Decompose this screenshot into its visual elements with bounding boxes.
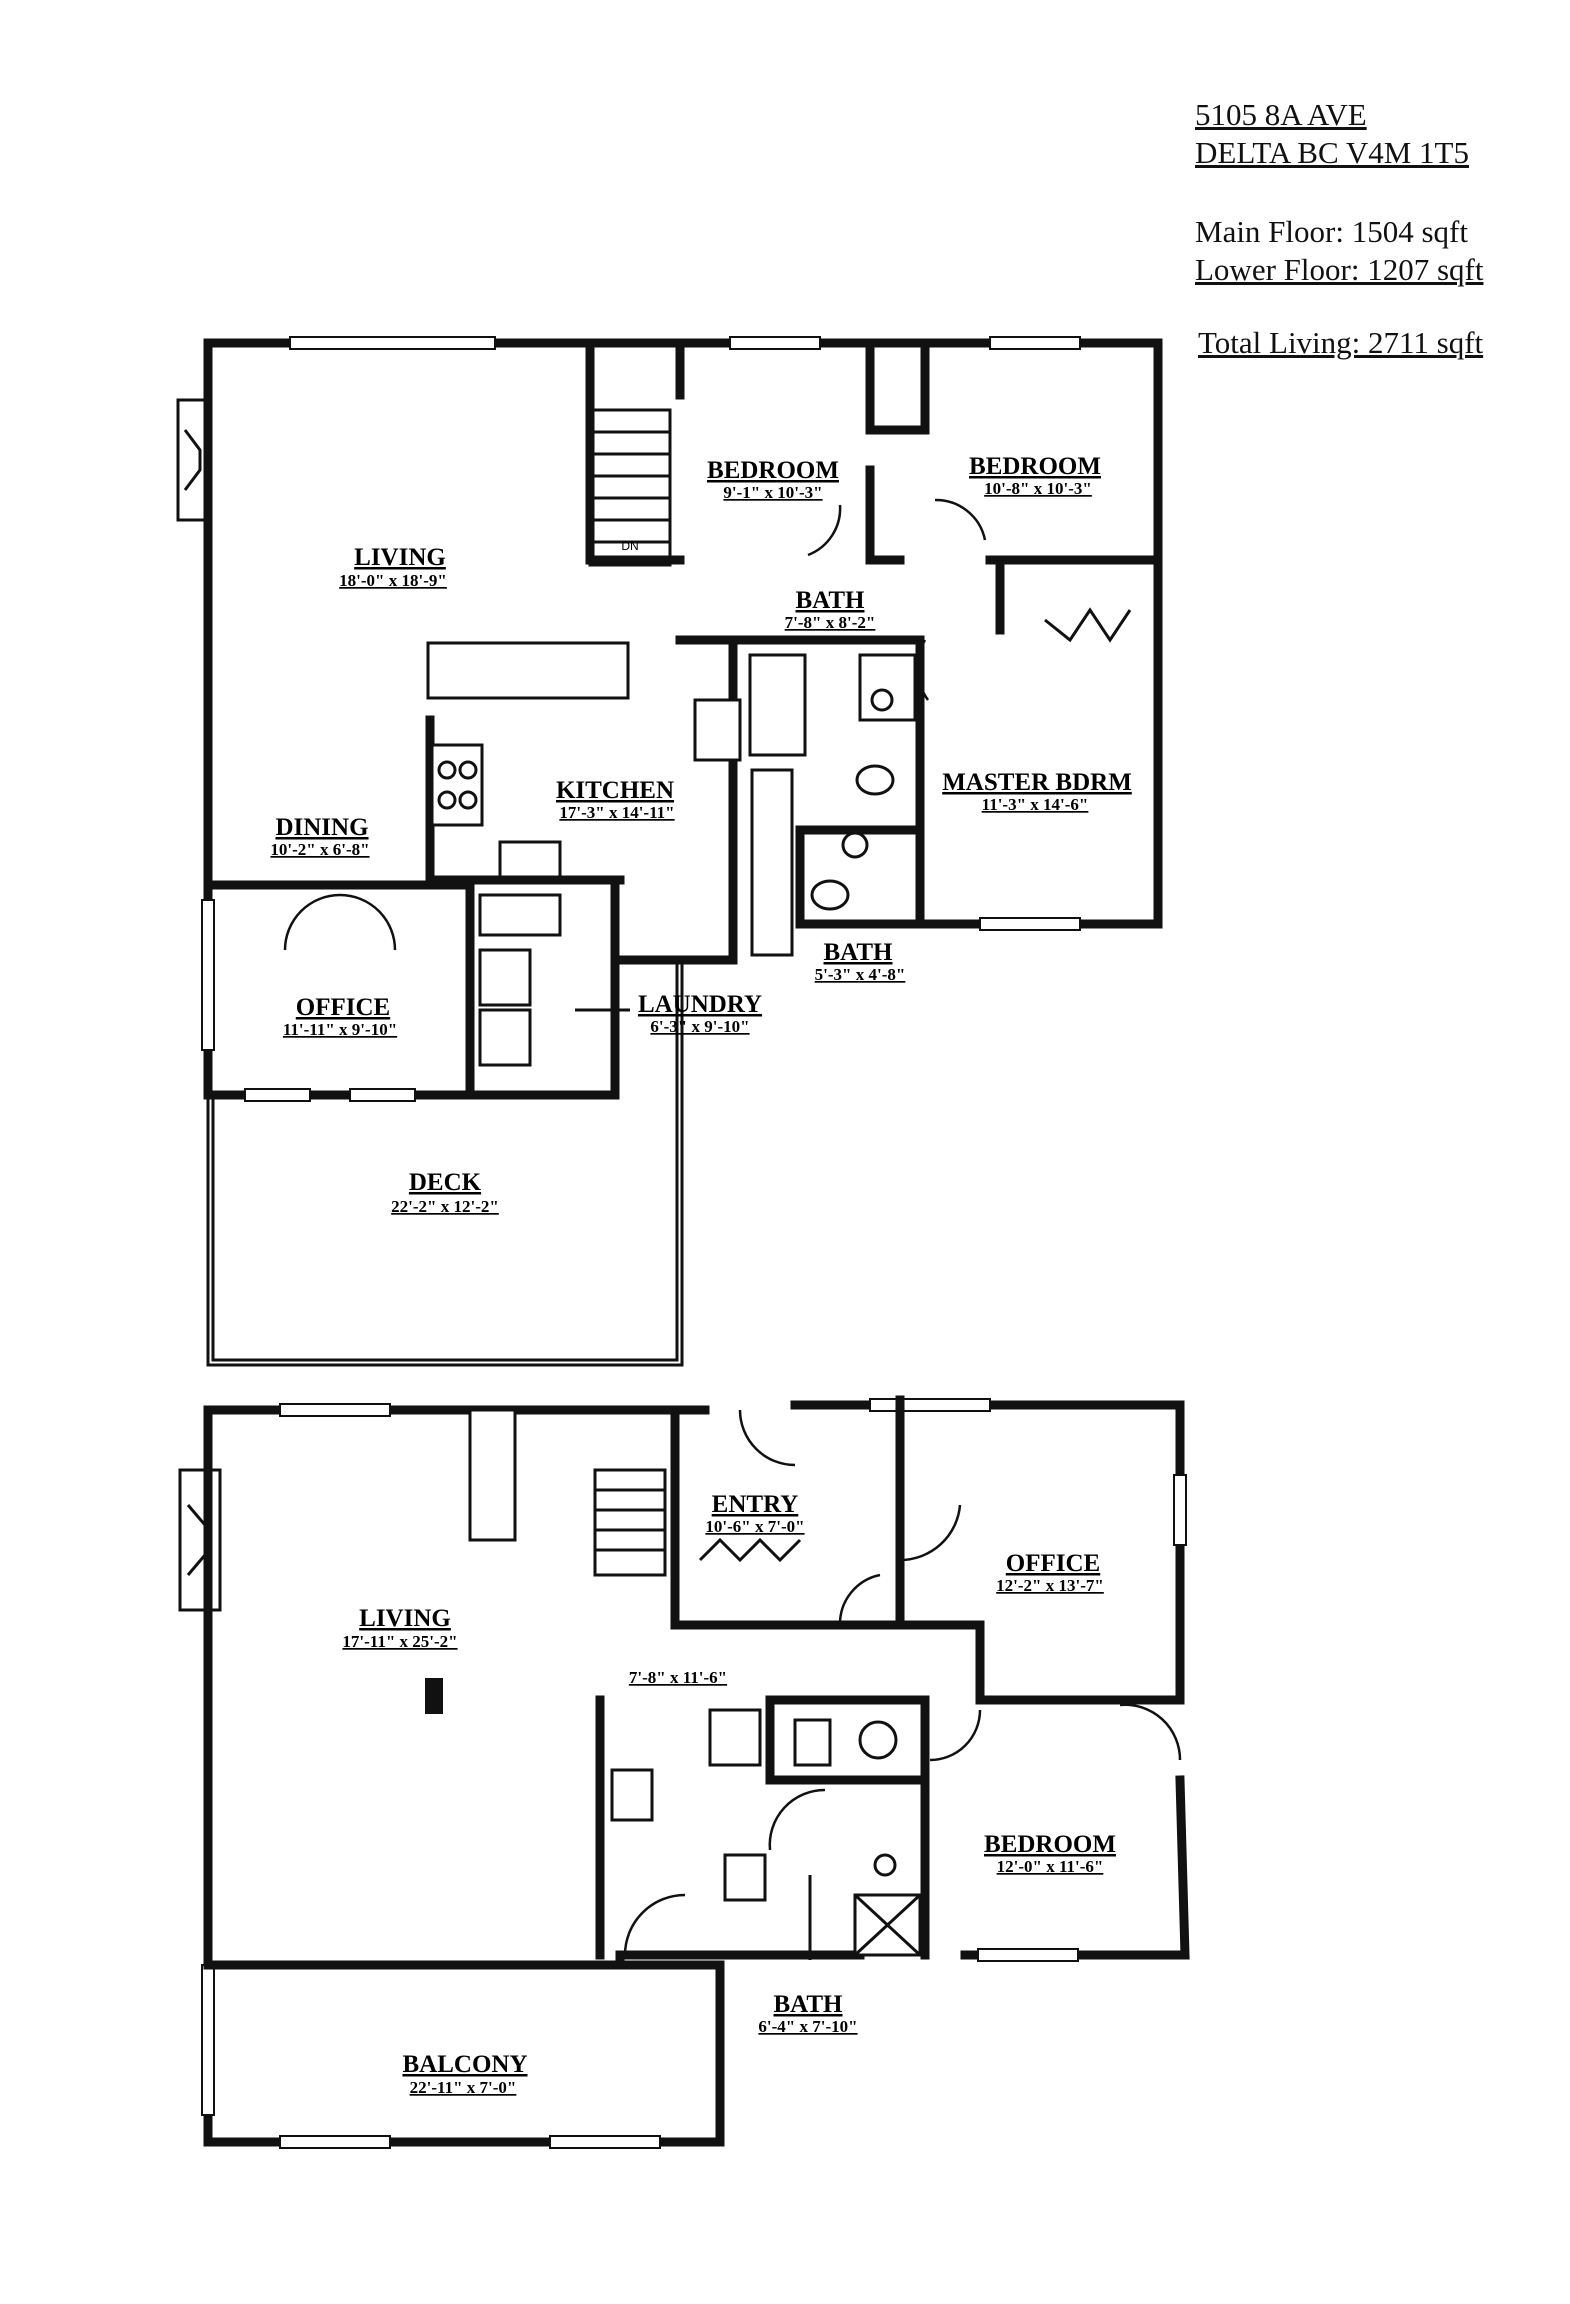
kitchen-island xyxy=(426,641,630,700)
toilet xyxy=(855,764,895,796)
stove xyxy=(430,743,484,827)
address-block: 5105 8A AVE DELTA BC V4M 1T5 xyxy=(1195,96,1469,172)
sink xyxy=(841,831,869,859)
window xyxy=(1173,1474,1187,1546)
closet xyxy=(693,698,742,762)
master-bedroom-dims: 11'-3" x 14'-6" xyxy=(982,795,1089,814)
bath1-label: BATH xyxy=(796,587,866,614)
window xyxy=(201,1964,215,2116)
door-swing xyxy=(838,1573,881,1626)
entry-dims: 10'-6" x 7'-0" xyxy=(705,1517,804,1536)
window xyxy=(244,1088,311,1102)
laundry-counter xyxy=(478,893,562,937)
window xyxy=(279,1403,391,1417)
window xyxy=(289,336,496,350)
office-label: OFFICE xyxy=(296,994,390,1021)
window xyxy=(201,899,215,1051)
dining-label: DINING xyxy=(275,814,368,841)
deck-label: DECK xyxy=(409,1169,482,1196)
window xyxy=(989,336,1081,350)
bath2-dims: 5'-3" x 4'-8" xyxy=(815,965,906,984)
door-swing xyxy=(768,1788,826,1851)
laundry-dims: 6'-3" x 9'-10" xyxy=(650,1017,749,1036)
entry-label: ENTRY xyxy=(712,1491,799,1518)
vanity xyxy=(858,653,917,722)
door-swing xyxy=(738,1409,796,1467)
door-swing xyxy=(899,1504,962,1562)
fireplace xyxy=(176,398,210,522)
area-summary: Main Floor: 1504 sqft Lower Floor: 1207 … xyxy=(1195,213,1483,289)
washer xyxy=(478,948,532,1007)
main-living-label: LIVING xyxy=(354,544,446,571)
hall-dims: 7'-8" x 11'-6" xyxy=(629,1668,727,1687)
door-swing xyxy=(339,893,397,951)
window xyxy=(549,2135,661,2149)
lower-office-label: OFFICE xyxy=(1006,1550,1100,1577)
door-swing xyxy=(807,504,842,557)
post xyxy=(425,1678,443,1714)
window xyxy=(977,1948,1079,1962)
door-swing xyxy=(1119,1703,1182,1761)
bedroom2-dims: 10'-8" x 10'-3" xyxy=(984,479,1092,498)
water-heater xyxy=(610,1768,654,1822)
dryer xyxy=(478,1008,532,1067)
deck-dims: 22'-2" x 12'-2" xyxy=(391,1197,499,1216)
vanity xyxy=(793,1718,832,1767)
fireplace xyxy=(178,1468,222,1612)
kitchen-label: KITCHEN xyxy=(556,777,674,804)
lower-bath-label: BATH xyxy=(774,1991,844,2018)
toilet xyxy=(810,879,850,911)
lower-floor-area: Lower Floor: 1207 sqft xyxy=(1195,252,1484,287)
lower-bedroom-label: BEDROOM xyxy=(984,1831,1116,1858)
bath1-dims: 7'-8" x 8'-2" xyxy=(785,613,876,632)
main-living-dims: 18'-0" x 18'-9" xyxy=(339,571,447,590)
window xyxy=(349,1088,416,1102)
bedroom2-label: BEDROOM xyxy=(969,453,1101,480)
main-floor-plan: DN xyxy=(176,336,1163,1367)
total-living-area: Total Living: 2711 sqft xyxy=(1198,325,1484,360)
balcony-dims: 22'-11" x 7'-0" xyxy=(410,2078,517,2097)
bedroom1-label: BEDROOM xyxy=(707,457,839,484)
bath2-label: BATH xyxy=(824,939,894,966)
door-swing xyxy=(283,893,341,951)
window xyxy=(869,1398,991,1412)
lower-bedroom-dims: 12'-0" x 11'-6" xyxy=(997,1857,1104,1876)
bathtub xyxy=(748,653,807,757)
balcony-label: BALCONY xyxy=(402,2051,527,2078)
toilet xyxy=(873,1853,897,1877)
window xyxy=(279,2135,391,2149)
dining-dims: 10'-2" x 6'-8" xyxy=(270,840,369,859)
master-bedroom-label: MASTER BDRM xyxy=(942,769,1132,796)
kitchen-sink xyxy=(498,840,562,879)
window xyxy=(729,336,821,350)
door-swing xyxy=(929,1709,982,1762)
column xyxy=(468,1408,517,1542)
window xyxy=(979,917,1081,931)
fridge-counter xyxy=(750,768,794,957)
stair-down-label: DN xyxy=(621,539,638,553)
lower-office-dims: 12'-2" x 13'-7" xyxy=(996,1576,1104,1595)
washer xyxy=(708,1708,762,1767)
lower-living-dims: 17'-11" x 25'-2" xyxy=(342,1632,457,1651)
kitchen-dims: 17'-3" x 14'-11" xyxy=(559,803,674,822)
main-stairs xyxy=(588,408,672,567)
door-swing xyxy=(623,1893,686,1956)
lower-floor-plan: ENTRY 10'-6" x 7'-0" OFFICE 12'-2" x 13'… xyxy=(178,1395,1190,2149)
sink xyxy=(858,1720,898,1760)
laundry-label: LAUNDRY xyxy=(638,991,762,1018)
address-line-1: 5105 8A AVE xyxy=(1195,97,1367,132)
deck-outline xyxy=(206,960,684,1367)
door-swing xyxy=(934,498,987,541)
lower-stairs xyxy=(593,1468,667,1577)
office-dims: 11'-11" x 9'-10" xyxy=(283,1020,397,1039)
cabinet xyxy=(723,1853,767,1902)
lower-bath-dims: 6'-4" x 7'-10" xyxy=(758,2017,857,2036)
main-floor-area: Main Floor: 1504 sqft xyxy=(1195,214,1468,249)
address-line-2: DELTA BC V4M 1T5 xyxy=(1195,135,1469,170)
lower-living-label: LIVING xyxy=(359,1605,451,1632)
bedroom1-dims: 9'-1" x 10'-3" xyxy=(723,483,822,502)
